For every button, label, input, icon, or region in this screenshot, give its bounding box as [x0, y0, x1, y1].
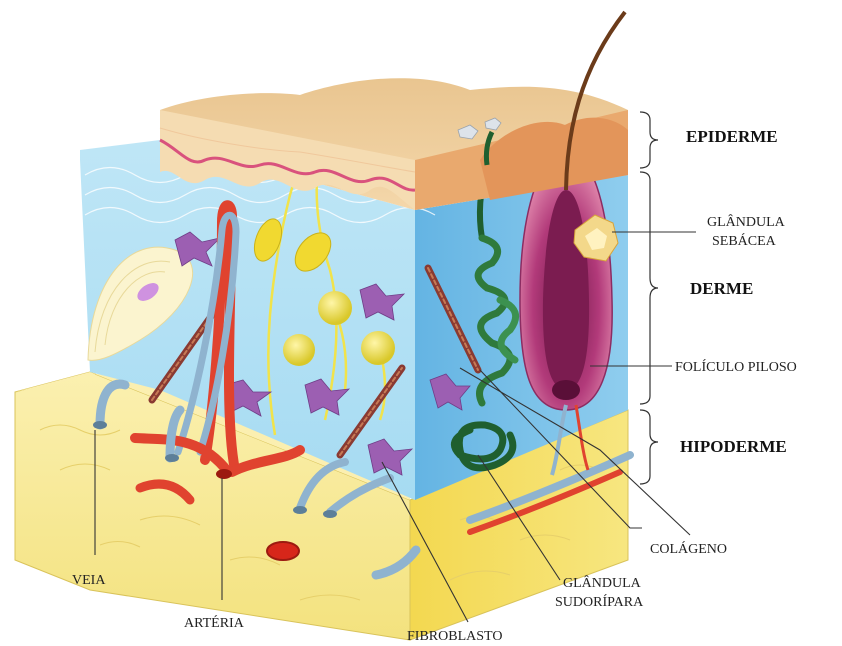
artery-cross-section [267, 542, 299, 560]
label-arteria: ARTÉRIA [184, 614, 245, 631]
vein-opening [165, 454, 179, 462]
label-colageno: COLÁGENO [650, 540, 727, 557]
label-derme: DERME [690, 279, 753, 298]
epiderme-layer [160, 12, 628, 210]
layer-brackets [640, 112, 658, 484]
vein-opening [323, 510, 337, 518]
label-glandula-sebacea-line2: SEBÁCEA [712, 232, 777, 249]
label-glandula-sebacea-line1: GLÂNDULA [707, 213, 786, 230]
label-fibroblasto: FIBROBLASTO [407, 629, 502, 644]
hipoderme-bracket [640, 410, 658, 484]
epiderme-bracket [640, 112, 658, 168]
vein-opening [293, 506, 307, 514]
derme-bracket [640, 172, 658, 404]
label-glandula-sudoripara-line2: SUDORÍPARA [555, 593, 644, 610]
label-glandula-sudoripara-line1: GLÂNDULA [563, 574, 642, 591]
label-hipoderme: HIPODERME [680, 437, 787, 456]
vein-opening [93, 421, 107, 429]
artery-opening [216, 469, 232, 479]
label-veia: VEIA [72, 573, 106, 588]
label-epiderme: EPIDERME [686, 127, 778, 146]
label-foliculo-piloso: FOLÍCULO PILOSO [675, 358, 797, 375]
